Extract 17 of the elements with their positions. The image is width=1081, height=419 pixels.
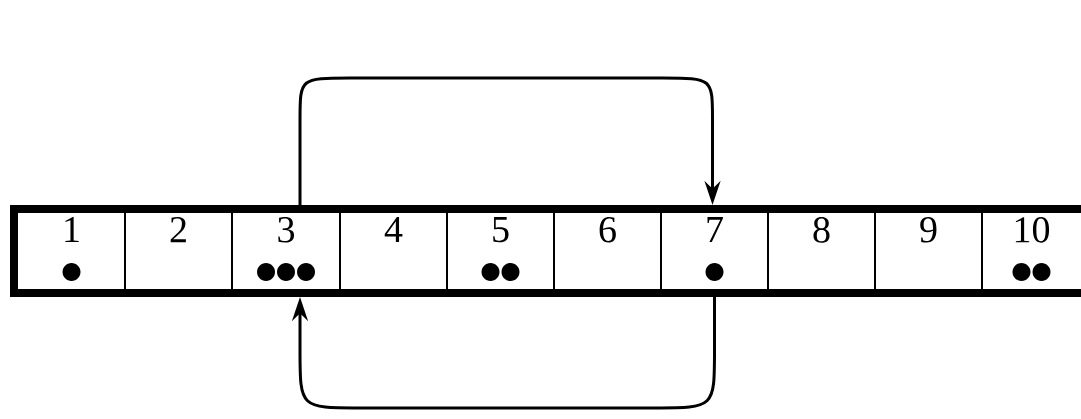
cell: 1 xyxy=(62,217,81,281)
node-label: 10 xyxy=(1015,217,1050,243)
cell: 5 xyxy=(481,217,520,281)
cell: 3 xyxy=(257,217,315,281)
cell: 6 xyxy=(599,217,616,243)
node-label: 7 xyxy=(707,217,723,242)
cell: 10 xyxy=(1012,217,1051,281)
node-label: 5 xyxy=(493,217,509,243)
cell: 7 xyxy=(705,217,724,281)
cell: 2 xyxy=(170,217,186,243)
node-label: 1 xyxy=(65,217,79,243)
node-label: 3 xyxy=(278,217,295,243)
arrow xyxy=(291,297,716,410)
arrow xyxy=(298,76,721,205)
cell: 4 xyxy=(384,217,403,242)
cell: 8 xyxy=(813,217,830,243)
cell: 9 xyxy=(920,217,937,243)
